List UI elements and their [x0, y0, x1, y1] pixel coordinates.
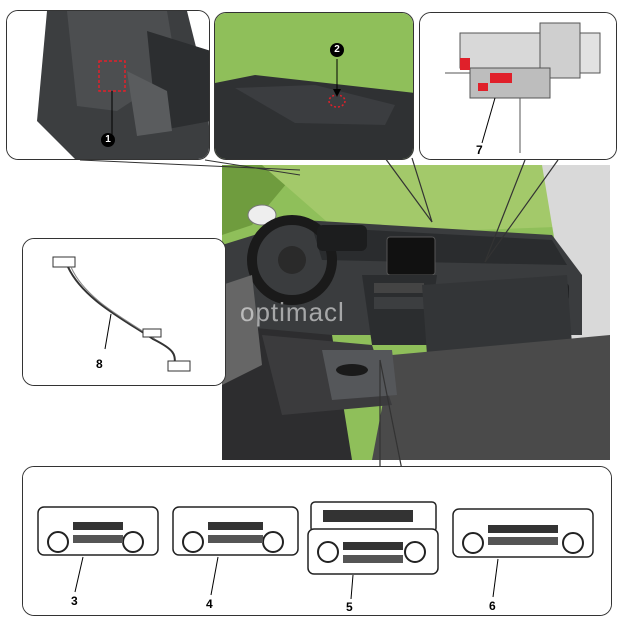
detail-7-drawing	[420, 13, 616, 159]
detail-panel-controls: 3 4 5 6	[22, 466, 612, 616]
detail-panel-8: 8	[22, 238, 226, 386]
callout-8: 8	[96, 357, 103, 371]
detail-1-drawing	[7, 11, 209, 159]
callout-4: 4	[206, 597, 213, 611]
control-unit-5	[307, 501, 439, 600]
control-unit-4	[172, 506, 299, 596]
controls-drawing	[23, 467, 611, 615]
callout-5: 5	[346, 600, 353, 614]
control-unit-6	[452, 508, 594, 598]
detail-panel-2: 2	[214, 12, 414, 160]
detail-8-drawing	[23, 239, 225, 385]
detail-panel-7: 7	[419, 12, 617, 160]
callout-1: 1	[101, 133, 115, 147]
control-unit-3	[37, 506, 159, 593]
callout-3: 3	[71, 594, 78, 608]
watermark-text: optimacl	[240, 297, 345, 327]
interior-photo: optimacl	[222, 165, 610, 460]
detail-panel-1: 1	[6, 10, 210, 160]
callout-6: 6	[489, 599, 496, 613]
callout-7: 7	[476, 143, 483, 157]
callout-2: 2	[330, 43, 344, 57]
detail-2-drawing	[215, 13, 413, 159]
